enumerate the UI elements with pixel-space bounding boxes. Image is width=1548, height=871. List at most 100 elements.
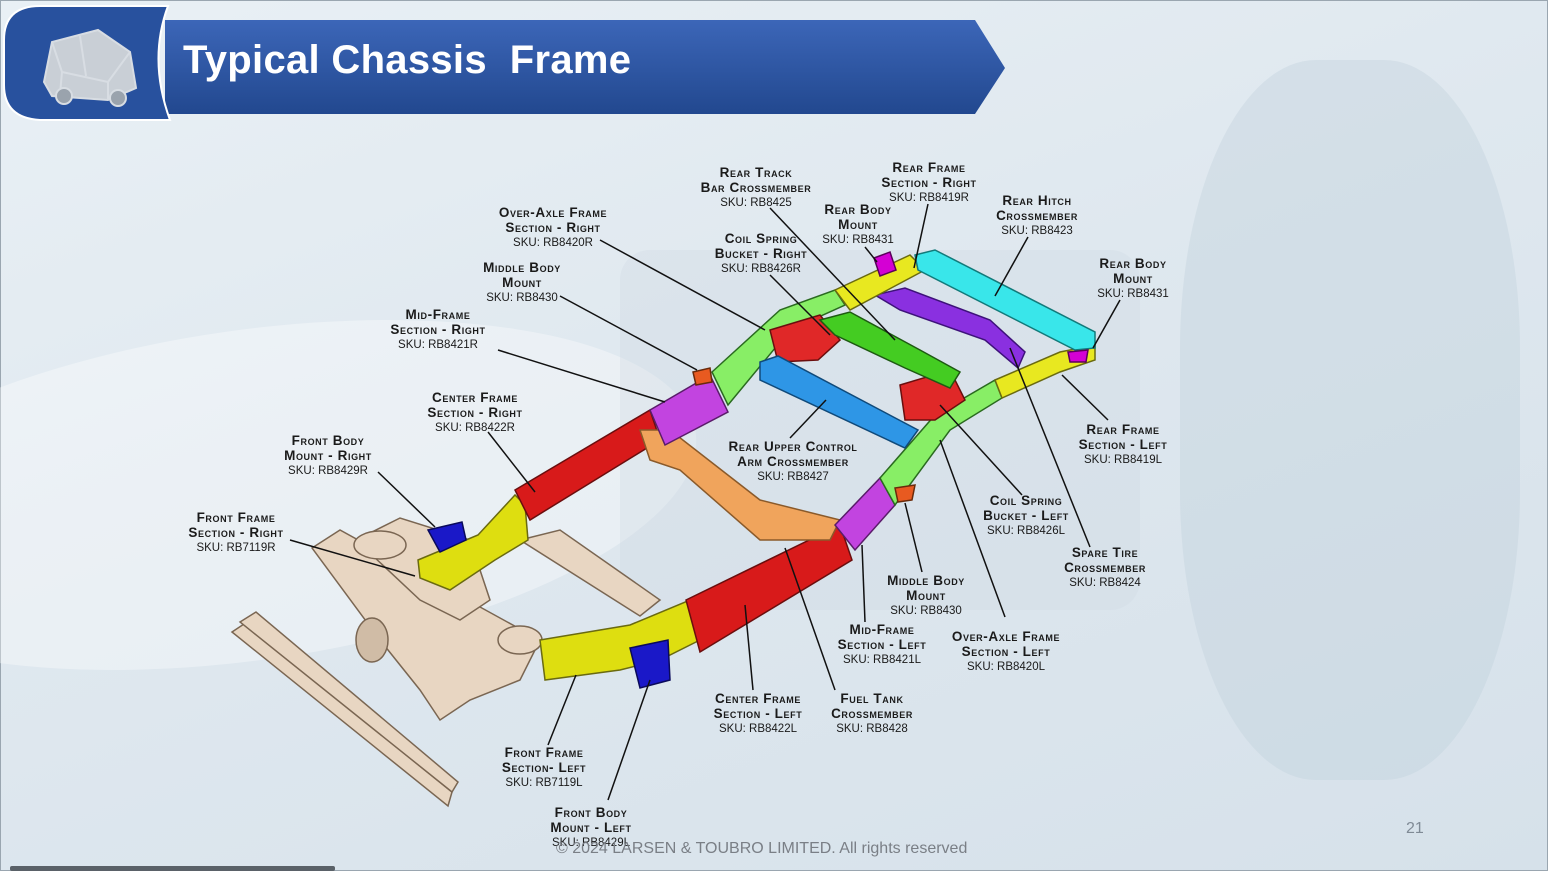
title-banner (3, 5, 1005, 121)
label-mid-frame-section-left: Mid-Frame Section - Left SKU: RB8421L (824, 622, 940, 668)
label-sku: SKU: RB8420L (967, 661, 1045, 673)
rear-track-bar-crossmember (818, 311, 962, 389)
label-sku: SKU: RB8419L (1084, 454, 1162, 466)
label-mid-frame-section-right: Mid-Frame Section - Right SKU: RB8421R (378, 307, 498, 353)
label-name-line2: Mount - Left (550, 819, 632, 835)
label-sku: SKU: RB8428 (836, 723, 908, 735)
front-body-mount-right (426, 521, 467, 553)
scrollbar[interactable] (10, 866, 335, 871)
label-name-line1: Middle Body (483, 260, 561, 275)
label-center-frame-section-right: Center Frame Section - Right SKU: RB8422… (414, 390, 536, 436)
label-name-line1: Rear Frame (892, 160, 966, 175)
label-rear-body-mount-top: Rear Body Mount SKU: RB8431 (812, 202, 904, 248)
label-spare-tire-crossmember: Spare Tire Crossmember SKU: RB8424 (1048, 545, 1162, 591)
label-rear-upper-control-arm-crossmember: Rear Upper Control Arm Crossmember SKU: … (708, 439, 878, 485)
label-sku: SKU: RB8431 (1097, 288, 1169, 300)
label-sku: SKU: RB8421R (398, 339, 478, 351)
label-sku: SKU: RB8430 (890, 605, 962, 617)
label-name-line2: Bucket - Left (983, 507, 1069, 523)
label-name-line1: Coil Spring (989, 493, 1063, 508)
fuel-tank-crossmember (638, 429, 842, 541)
label-sku: SKU: RB7119L (505, 777, 583, 789)
label-front-body-mount-left: Front Body Mount - Left SKU: RB8429L (536, 805, 646, 851)
label-sku: SKU: RB8420R (513, 237, 593, 249)
front-subframe (230, 517, 662, 808)
label-name-line1: Fuel Tank (840, 691, 904, 706)
label-name-line2: Section - Right (188, 524, 284, 540)
label-sku: SKU: RB8426L (987, 525, 1065, 537)
label-name-line1: Rear Frame (1086, 422, 1160, 437)
label-sku: SKU: RB8427 (757, 471, 829, 483)
label-name-line2: Section - Left (837, 636, 927, 652)
label-name-line1: Center Frame (432, 390, 518, 405)
label-name-line1: Mid-Frame (849, 622, 915, 637)
car-body-icon (42, 28, 138, 107)
slide-title: Typical Chassis Frame (183, 38, 632, 82)
label-name-line2: Section - Left (1078, 436, 1168, 452)
label-front-body-mount-right: Front Body Mount - Right SKU: RB8429R (270, 433, 386, 479)
label-name-line1: Rear Body (1099, 256, 1167, 271)
page-number: 21 (1406, 820, 1424, 837)
label-name-line2: Section- Left (501, 759, 587, 775)
label-sku: SKU: RB8423 (1001, 225, 1073, 237)
label-name-line2: Section - Right (881, 174, 977, 190)
label-name-line2: Bar Crossmember (700, 179, 812, 195)
label-middle-body-mount-top: Middle Body Mount SKU: RB8430 (472, 260, 572, 306)
front-body-mount-left (629, 639, 671, 689)
label-name-line1: Spare Tire (1071, 545, 1139, 560)
label-name-line2: Bucket - Right (714, 245, 808, 261)
copyright-footer: © 2024 LARSEN & TOUBRO LIMITED. All righ… (556, 840, 968, 857)
front-frame-right (417, 493, 529, 591)
label-name-line2: Mount (1113, 270, 1153, 286)
label-sku: SKU: RB8431 (822, 234, 894, 246)
label-sku: SKU: RB8421L (843, 654, 921, 666)
mid-frame-right (649, 373, 729, 447)
label-sku: SKU: RB8419R (889, 192, 969, 204)
label-front-frame-section-left: Front Frame Section- Left SKU: RB7119L (486, 745, 602, 791)
label-name-line1: Over-Axle Frame (951, 629, 1061, 644)
rear-body-mount-left (1067, 349, 1089, 363)
label-name-line1: Over-Axle Frame (498, 205, 608, 220)
middle-body-mount-right (692, 367, 713, 386)
label-coil-spring-bucket-right: Coil Spring Bucket - Right SKU: RB8426R (704, 231, 818, 277)
label-rear-track-bar-crossmember: Rear Track Bar Crossmember SKU: RB8425 (686, 165, 826, 211)
label-sku: SKU: RB8425 (720, 197, 792, 209)
label-name-line1: Rear Hitch (1002, 193, 1072, 208)
spare-tire-crossmember (873, 287, 1026, 370)
label-name-line2: Crossmember (831, 705, 913, 721)
label-name-line1: Middle Body (887, 573, 965, 588)
label-front-frame-section-right: Front Frame Section - Right SKU: RB7119R (174, 510, 298, 556)
label-sku: SKU: RB8429L (552, 837, 630, 849)
label-name-line2: Crossmember (996, 207, 1078, 223)
label-rear-frame-section-left: Rear Frame Section - Left SKU: RB8419L (1064, 422, 1182, 468)
label-name-line2: Section - Left (961, 643, 1051, 659)
label-sku: SKU: RB8424 (1069, 577, 1141, 589)
label-over-axle-frame-section-left: Over-Axle Frame Section - Left SKU: RB84… (938, 629, 1074, 675)
label-name-line1: Rear Body (824, 202, 892, 217)
rear-body-mount-right (873, 251, 897, 277)
label-name-line2: Mount (906, 587, 946, 603)
label-sku: SKU: RB8430 (486, 292, 558, 304)
label-fuel-tank-crossmember: Fuel Tank Crossmember SKU: RB8428 (814, 691, 930, 737)
label-sku: SKU: RB8422L (719, 723, 797, 735)
label-sku: SKU: RB7119R (196, 542, 276, 554)
label-name-line2: Section - Right (505, 219, 601, 235)
label-center-frame-section-left: Center Frame Section - Left SKU: RB8422L (700, 691, 816, 737)
rear-upper-control-arm-crossmember (759, 355, 920, 449)
label-name-line1: Mid-Frame (405, 307, 471, 322)
label-sku: SKU: RB8422R (435, 422, 515, 434)
label-rear-hitch-crossmember: Rear Hitch Crossmember SKU: RB8423 (982, 193, 1092, 239)
rear-hitch-crossmember (914, 249, 1096, 351)
label-name-line1: Coil Spring (724, 231, 798, 246)
label-name-line1: Front Frame (196, 510, 276, 525)
label-rear-frame-section-right: Rear Frame Section - Right SKU: RB8419R (862, 160, 996, 206)
label-name-line1: Center Frame (715, 691, 801, 706)
label-name-line1: Rear Upper Control (728, 439, 858, 454)
center-frame-left (685, 523, 853, 654)
label-name-line1: Front Frame (504, 745, 584, 760)
center-frame-right (514, 408, 661, 522)
label-name-line2: Mount (502, 274, 542, 290)
label-name-line2: Arm Crossmember (737, 453, 849, 469)
label-name-line2: Mount (838, 216, 878, 232)
